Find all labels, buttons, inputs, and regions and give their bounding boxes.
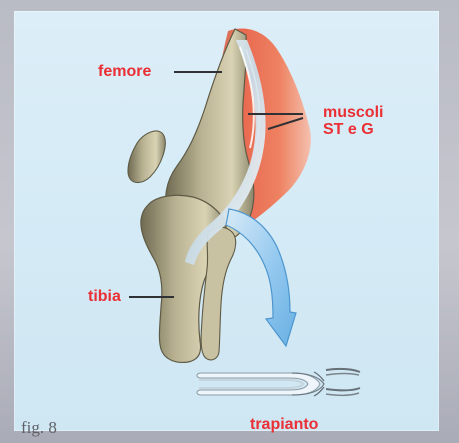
figure-caption: fig. 8 xyxy=(21,419,57,437)
transfer-arrow xyxy=(226,209,296,346)
graft-illustration xyxy=(197,369,360,396)
patella-bone xyxy=(128,131,165,183)
graft-label: trapianto xyxy=(250,416,318,433)
femur-label: femore xyxy=(98,63,151,80)
muscles-label-line-1: muscoli xyxy=(323,104,383,121)
muscles-label: muscoli ST e G xyxy=(323,104,383,138)
muscles-label-line-2: ST e G xyxy=(323,121,383,138)
tibia-label: tibia xyxy=(88,288,121,305)
